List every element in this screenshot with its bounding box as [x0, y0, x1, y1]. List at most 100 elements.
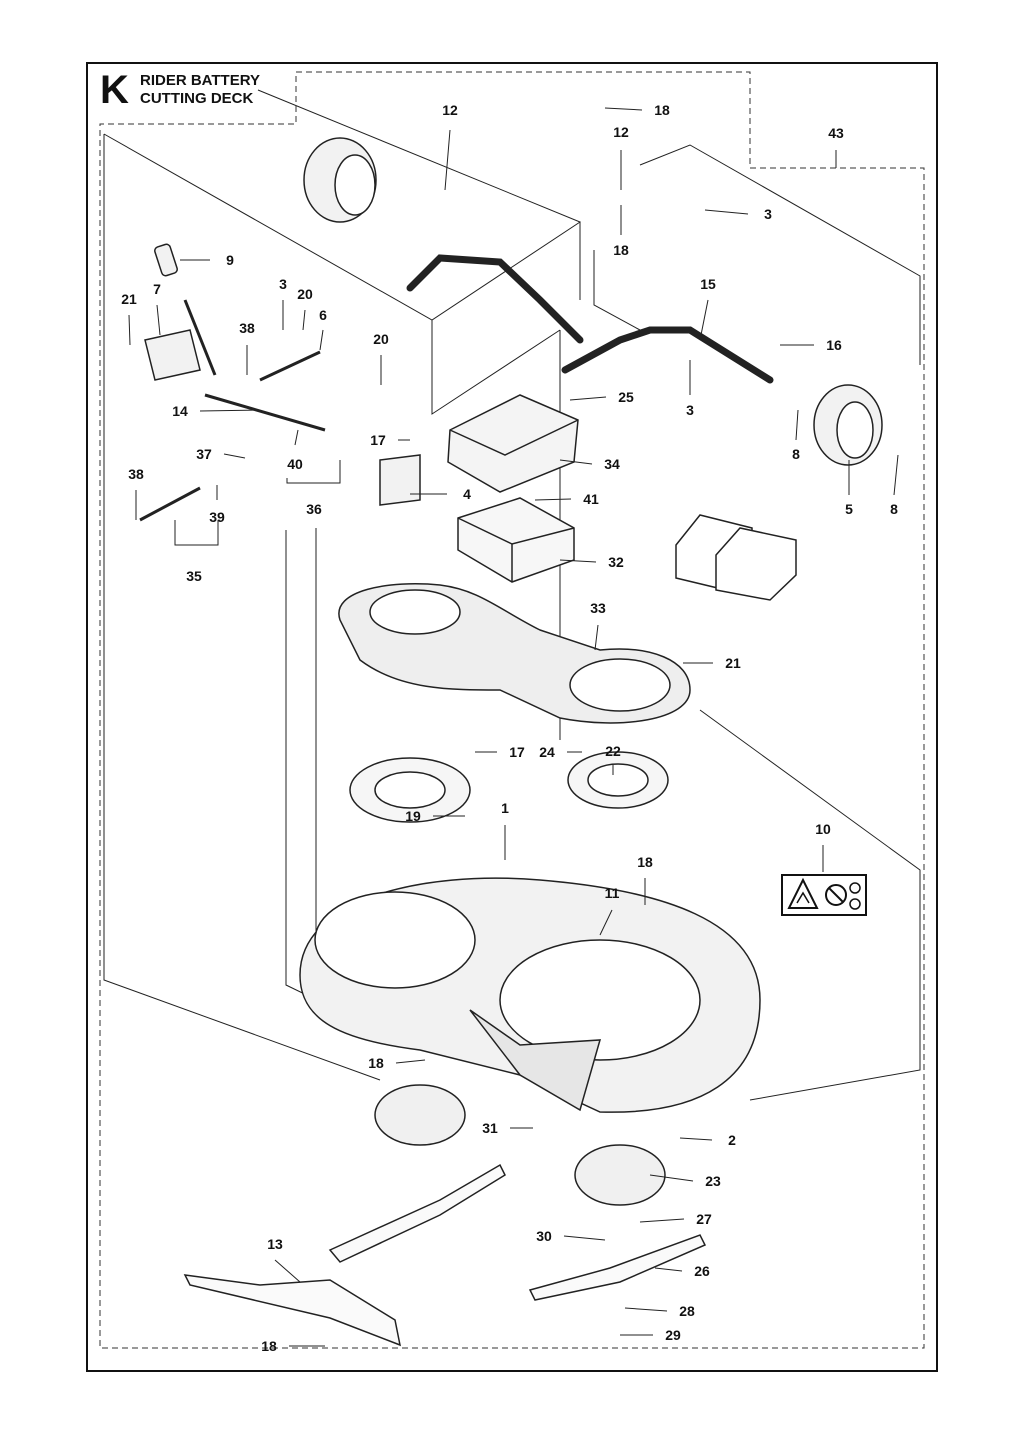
callout-number: 3 — [764, 206, 772, 222]
callout-number: 33 — [590, 600, 606, 616]
callout-number: 38 — [239, 320, 255, 336]
callout-leader — [294, 429, 299, 446]
callout-number: 10 — [815, 821, 831, 837]
blade-motors — [374, 1084, 666, 1206]
callout-leader — [444, 129, 451, 191]
part-callouts: 1233345678891011121213141516171718181818… — [121, 102, 899, 1354]
callout-number: 35 — [186, 568, 202, 584]
callout-number: 18 — [613, 242, 629, 258]
callout-number: 5 — [845, 501, 853, 517]
callout-number: 12 — [613, 124, 629, 140]
callout-number: 29 — [665, 1327, 681, 1343]
callout-number: 12 — [442, 102, 458, 118]
callout-number: 16 — [826, 337, 842, 353]
callout-number: 21 — [725, 655, 741, 671]
callout-leader — [319, 329, 324, 351]
callout-number: 28 — [679, 1303, 695, 1319]
callout-leader — [649, 1174, 694, 1182]
height-lever — [139, 243, 421, 522]
section-title-line1: RIDER BATTERY — [140, 72, 260, 89]
callout-number: 11 — [605, 885, 620, 901]
safety-decal — [781, 874, 867, 916]
callout-number: 36 — [306, 501, 322, 517]
callout-number: 34 — [604, 456, 620, 472]
callout-leader — [395, 1059, 426, 1064]
front-wheel-right — [813, 384, 883, 466]
deck-cover — [338, 583, 691, 724]
callout-number: 8 — [890, 501, 898, 517]
callout-leader — [654, 1267, 683, 1272]
callout-number: 40 — [287, 456, 303, 472]
callout-leader — [704, 209, 749, 215]
callout-leader — [223, 453, 246, 459]
callout-number: 20 — [373, 331, 389, 347]
callout-leader — [679, 1137, 713, 1141]
callout-number: 24 — [539, 744, 555, 760]
callout-number: 2 — [728, 1132, 736, 1148]
callout-number: 37 — [196, 446, 212, 462]
battery-packs — [675, 514, 797, 601]
callout-number: 26 — [694, 1263, 710, 1279]
callout-number: 23 — [705, 1173, 721, 1189]
callout-number: 1 — [501, 800, 509, 816]
callout-number: 25 — [618, 389, 634, 405]
section-letter: K — [100, 68, 129, 112]
callout-number: 32 — [608, 554, 624, 570]
callout-number: 31 — [482, 1120, 498, 1136]
wheel-axles — [406, 254, 774, 384]
callout-leader — [128, 314, 131, 346]
warning-thrown-objects-icon — [787, 877, 819, 909]
callout-number: 15 — [700, 276, 716, 292]
callout-leader — [795, 409, 799, 441]
callout-number: 39 — [209, 509, 225, 525]
callout-number: 43 — [828, 125, 844, 141]
callout-number: 3 — [279, 276, 287, 292]
callout-leader — [599, 909, 613, 936]
callout-leader — [199, 409, 261, 412]
callout-number: 6 — [319, 307, 327, 323]
callout-number: 18 — [637, 854, 653, 870]
front-wheel-left — [303, 137, 377, 223]
callout-leader — [594, 624, 599, 651]
callout-leader — [893, 454, 899, 496]
callout-number: 7 — [153, 281, 161, 297]
callout-number: 18 — [368, 1055, 384, 1071]
callout-number: 3 — [686, 402, 694, 418]
callout-number: 41 — [583, 491, 599, 507]
callout-number: 18 — [261, 1338, 277, 1354]
callout-number: 4 — [463, 486, 471, 502]
callout-leader — [699, 299, 709, 341]
section-title-line2: CUTTING DECK — [140, 90, 254, 107]
cutting-deck — [299, 877, 761, 1113]
group-boundaries — [99, 71, 925, 1349]
section-title: RIDER BATTERY CUTTING DECK — [140, 72, 260, 108]
callout-leader — [274, 1259, 301, 1283]
battery-cover — [447, 394, 579, 493]
callout-number: 8 — [792, 446, 800, 462]
callout-number: 30 — [536, 1228, 552, 1244]
mounting-plates — [349, 751, 669, 823]
group-bracket — [174, 460, 341, 546]
callout-number: 17 — [509, 744, 525, 760]
callout-leader — [604, 107, 643, 111]
battery-box — [457, 497, 575, 583]
callout-number: 13 — [267, 1236, 283, 1252]
callout-number: 14 — [172, 403, 188, 419]
no-hands-under-deck-icon — [825, 882, 861, 910]
callout-number: 19 — [405, 808, 421, 824]
cutter-blades — [183, 1163, 707, 1347]
callout-leader — [569, 396, 607, 401]
callout-leader — [559, 459, 593, 465]
callout-number: 17 — [370, 432, 386, 448]
callout-leader — [624, 1307, 668, 1312]
callout-leader — [156, 304, 161, 336]
callout-number: 22 — [605, 743, 621, 759]
callout-leader — [559, 559, 597, 563]
callout-number: 21 — [121, 291, 137, 307]
page-frame — [86, 62, 938, 1372]
callout-number: 9 — [226, 252, 234, 268]
callout-number: 27 — [696, 1211, 712, 1227]
callout-number: 38 — [128, 466, 144, 482]
callout-leader — [534, 498, 572, 501]
